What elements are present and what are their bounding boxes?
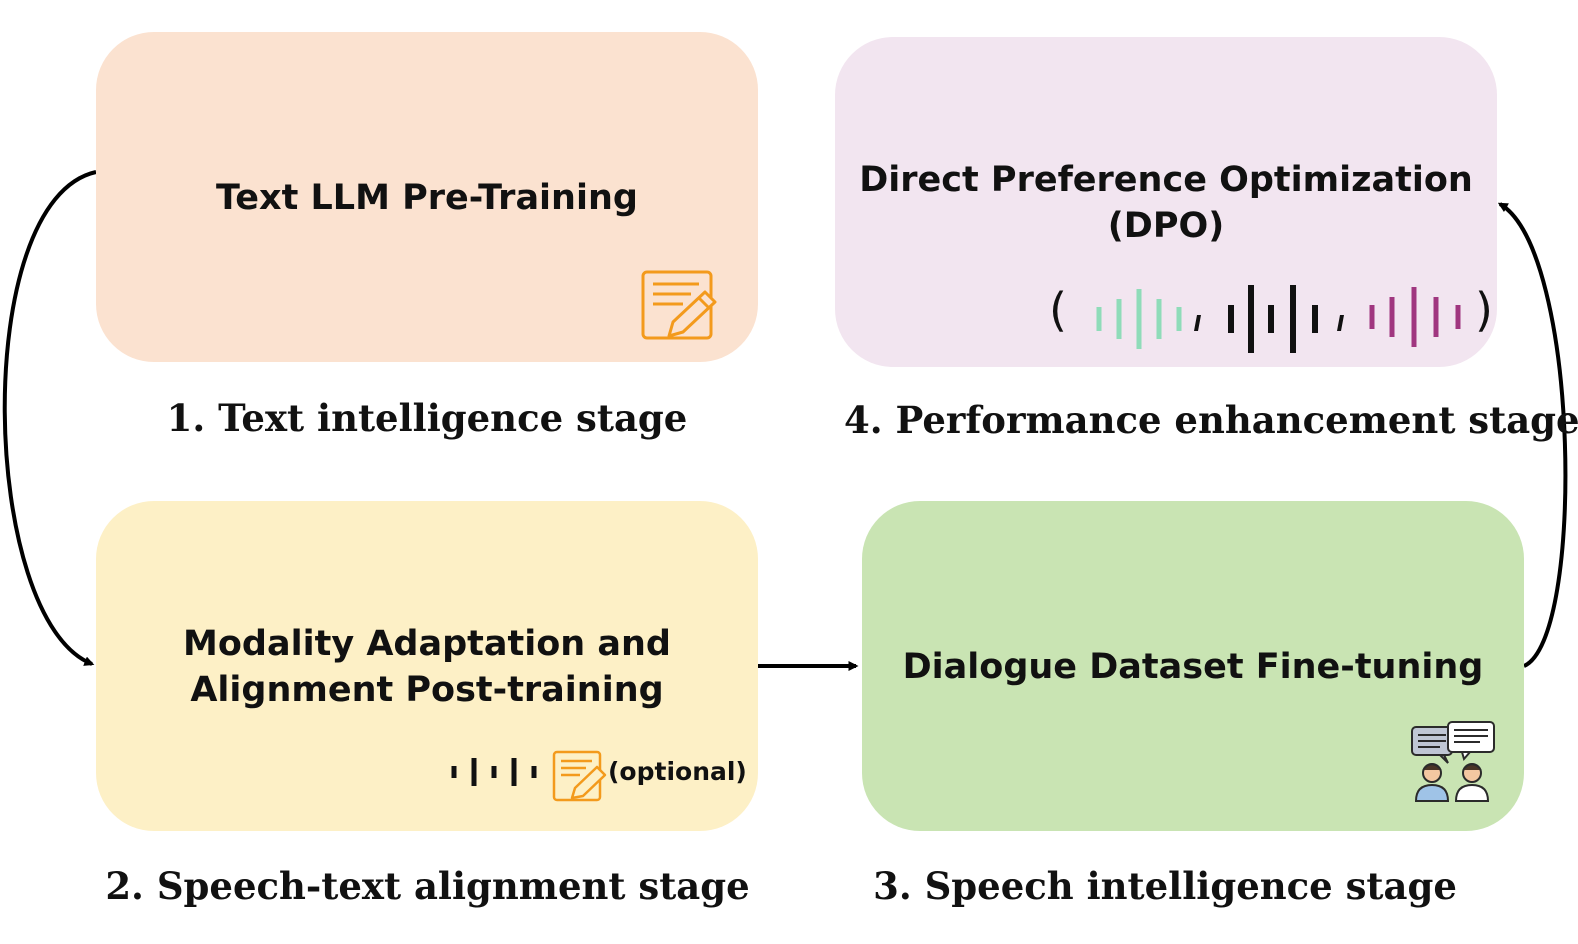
waveform-teal-icon (1096, 289, 1182, 349)
waveform-black-icon (1228, 285, 1318, 353)
arrow-stage3-to-stage4 (1497, 202, 1568, 668)
stage3-title: Dialogue Dataset Fine-tuning (902, 647, 1484, 687)
document-edit-icon (641, 270, 717, 340)
document-edit-icon (552, 750, 607, 802)
stage4-title-line2: (DPO) (1107, 206, 1225, 246)
stage3-caption: 3. Speech intelligence stage (873, 864, 1457, 908)
stage2-box: Modality Adaptation and Alignment Post-t… (96, 501, 758, 831)
stage2-title-line1: Modality Adaptation and (183, 624, 671, 664)
stage4-box: Direct Preference Optimization (DPO) ( ) (835, 37, 1497, 367)
stage3-box: Dialogue Dataset Fine-tuning (862, 501, 1524, 831)
stage4-title-line1: Direct Preference Optimization (859, 160, 1473, 200)
stage4-caption: 4. Performance enhancement stage (844, 398, 1578, 442)
waveform-purple-icon (1369, 287, 1461, 347)
optional-label: (optional) (608, 757, 747, 786)
stage1-box: Text LLM Pre-Training (96, 32, 758, 362)
stage2-caption: 2. Speech-text alignment stage (105, 864, 750, 908)
stage2-title-line2: Alignment Post-training (190, 670, 664, 710)
open-paren: ( (1049, 283, 1067, 337)
comma-2 (1337, 315, 1344, 331)
stage1-caption: 1. Text intelligence stage (166, 396, 688, 440)
audio-token-icon (451, 758, 537, 786)
close-paren: ) (1475, 283, 1493, 337)
arrow-stage1-to-stage2 (2, 170, 97, 666)
dialogue-people-icon (1411, 721, 1495, 802)
stage1-title: Text LLM Pre-Training (216, 178, 638, 218)
comma-1 (1194, 315, 1201, 331)
